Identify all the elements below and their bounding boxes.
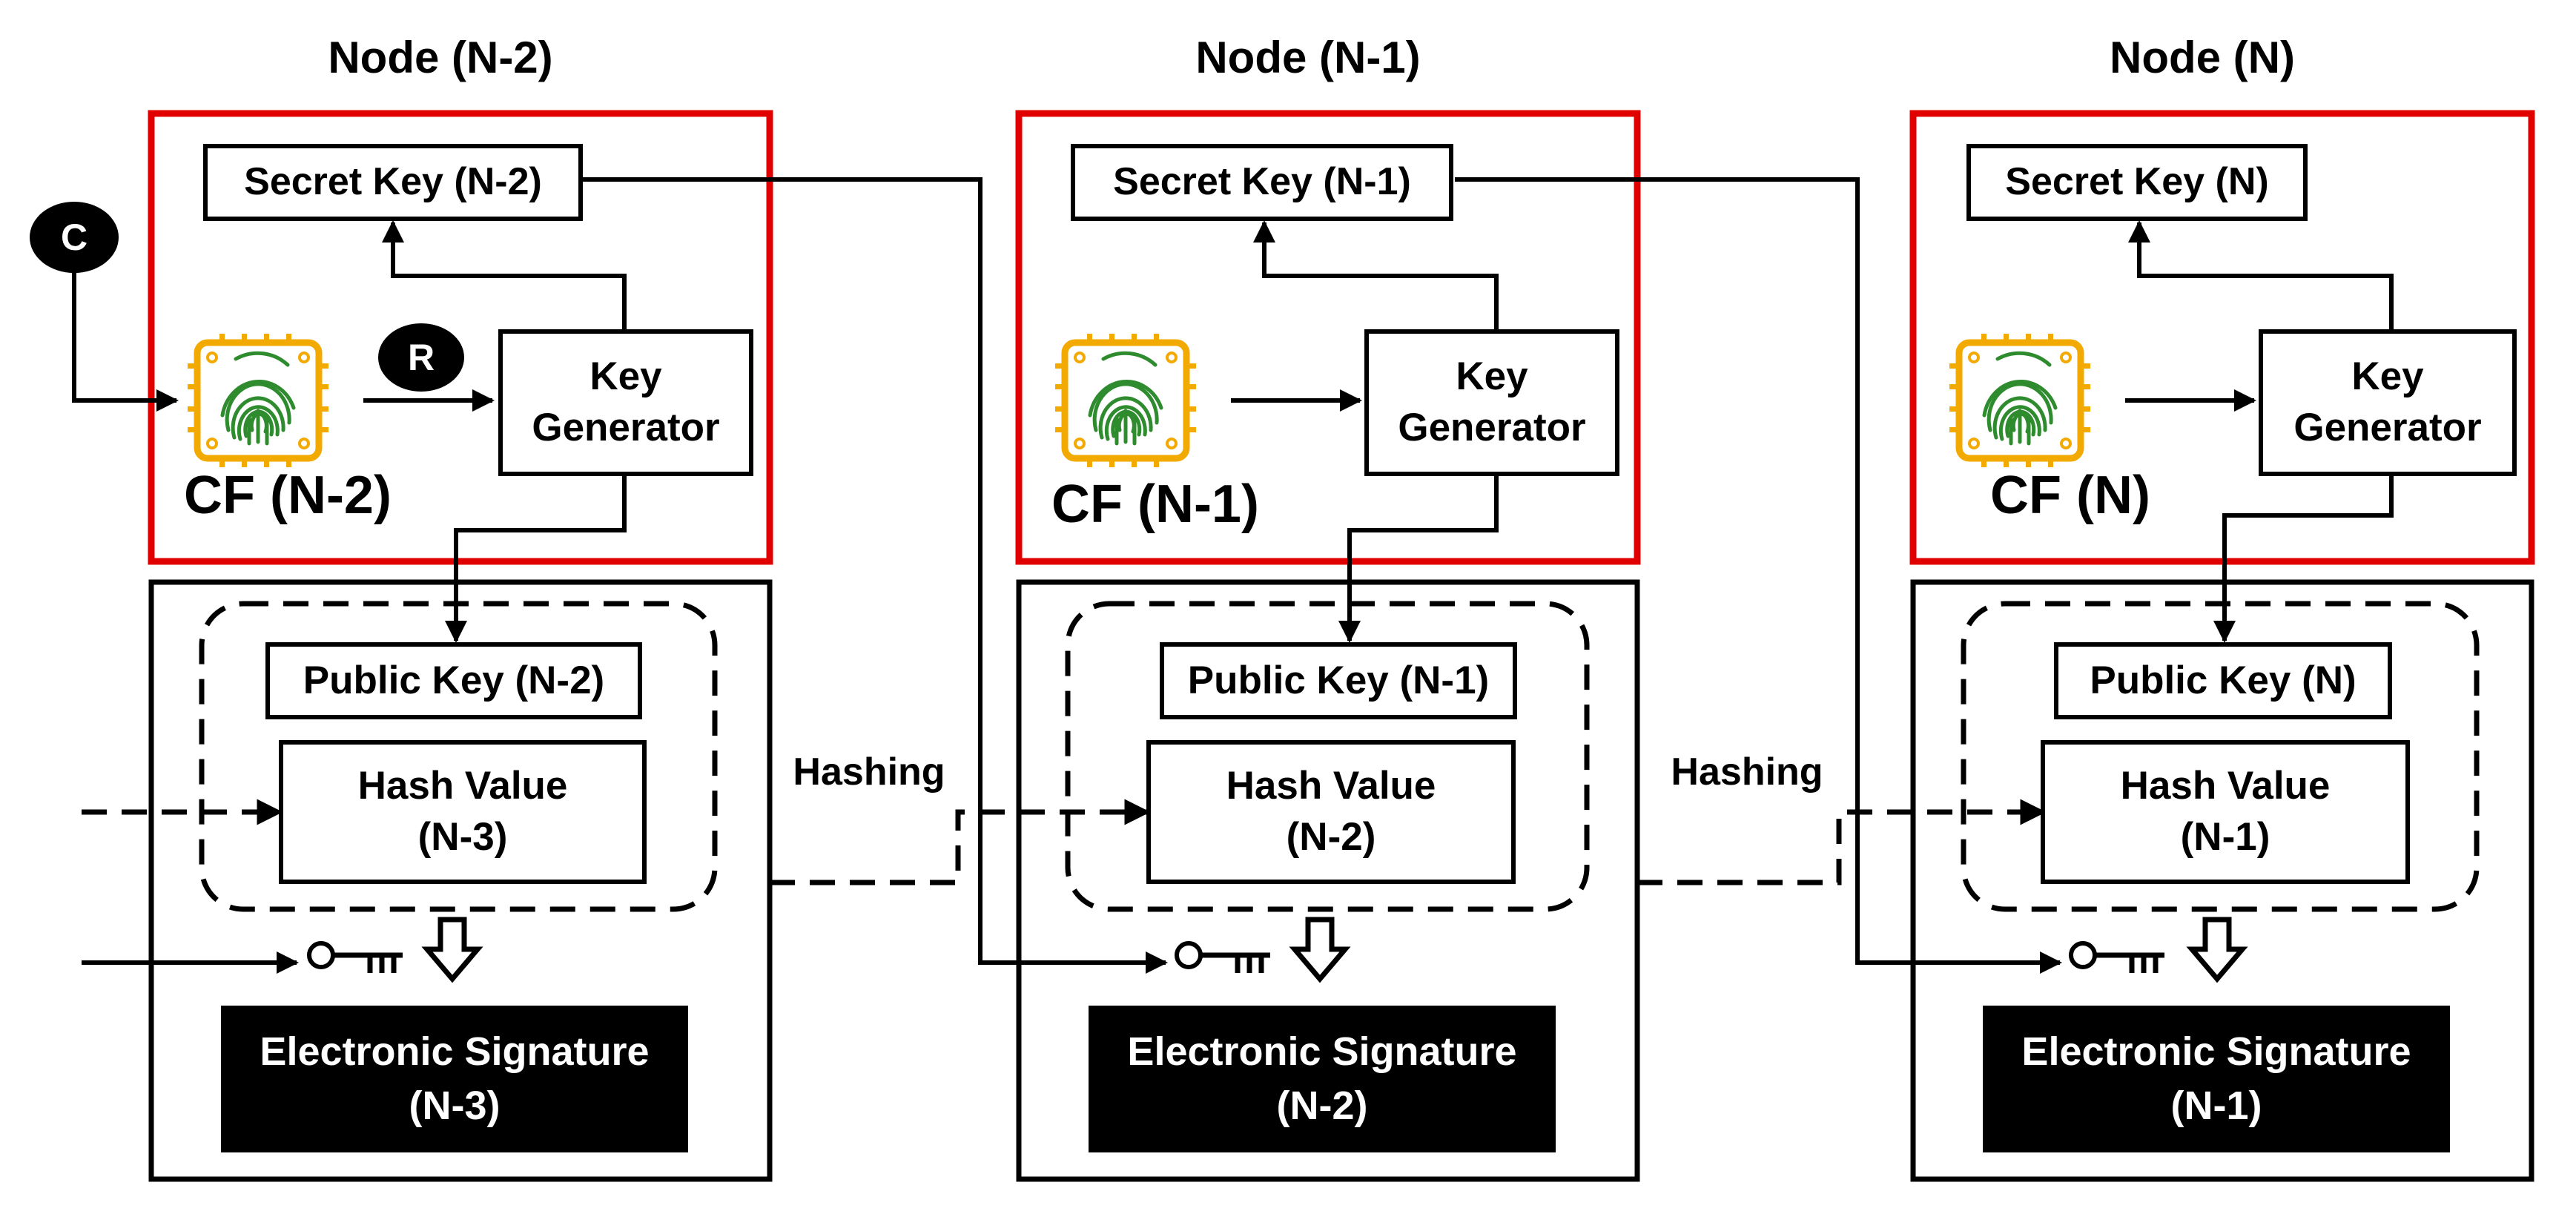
secret-key-box: Secret Key (N-1) [1071, 144, 1453, 221]
secret-key-box: Secret Key (N) [1966, 144, 2308, 221]
hashing-label: Hashing [1671, 750, 1823, 794]
secure-region-node-n-1 [1015, 110, 1641, 565]
secret-key-link-n-1 [1455, 177, 2062, 974]
key-generator-box: Key Generator [2259, 329, 2517, 476]
node-title-n: Node (N) [2110, 33, 2295, 82]
public-key-box: Public Key (N-1) [1160, 642, 1517, 719]
key-icon [309, 943, 403, 973]
node-title-n-2: Node (N-2) [328, 33, 553, 82]
challenge-badge: C [30, 202, 119, 273]
electronic-signature-box: Electronic Signature (N-2) [1089, 1006, 1556, 1152]
hash-value-box: Hash Value (N-3) [279, 740, 647, 884]
hash-group-node-n [1961, 601, 2480, 912]
fingerprint-chip-icon [1055, 334, 1196, 467]
down-arrow-icon [427, 920, 478, 979]
fingerprint-chip-icon [188, 334, 328, 467]
hashing-link-1 [770, 799, 1151, 885]
secret-key-box: Secret Key (N-2) [203, 144, 583, 221]
hash-group-node-n-1 [1065, 601, 1590, 912]
key-icon [2071, 943, 2164, 973]
node-title-n-1: Node (N-1) [1195, 33, 1421, 82]
public-key-box: Public Key (N-2) [265, 642, 642, 719]
public-key-box: Public Key (N) [2054, 642, 2392, 719]
hashing-label: Hashing [793, 750, 945, 794]
cf-label: CF (N) [1990, 466, 2150, 525]
electronic-signature-box: Electronic Signature (N-1) [1983, 1006, 2450, 1152]
secure-region-node-n-2 [148, 110, 773, 565]
key-icon [1177, 943, 1270, 973]
electronic-signature-box: Electronic Signature (N-3) [221, 1006, 688, 1152]
key-generator-box: Key Generator [498, 329, 753, 476]
cf-label: CF (N-2) [184, 466, 392, 525]
key-generator-box: Key Generator [1364, 329, 1619, 476]
hash-value-box: Hash Value (N-2) [1146, 740, 1516, 884]
response-badge: R [378, 323, 464, 392]
down-arrow-icon [1295, 920, 1345, 979]
secret-key-link-n-2 [578, 177, 1168, 974]
fingerprint-chip-icon [1949, 334, 2090, 467]
down-arrow-icon [2192, 920, 2242, 979]
cf-label: CF (N-1) [1051, 475, 1259, 534]
hashing-link-2 [1637, 799, 2047, 885]
hash-value-box: Hash Value (N-1) [2041, 740, 2410, 884]
